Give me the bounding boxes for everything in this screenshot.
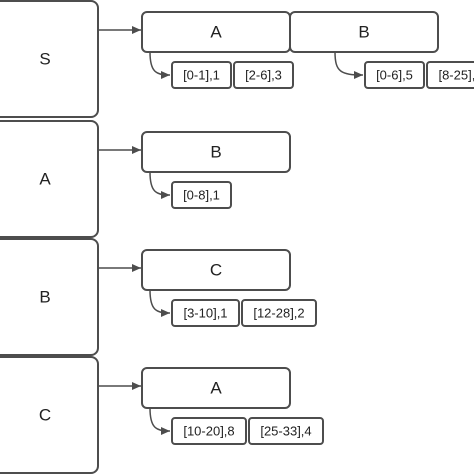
state-box-1 (0, 120, 99, 238)
interval-connector (149, 407, 171, 435)
interval-label: [3-10],1 (183, 306, 227, 321)
successor-label: A (210, 23, 222, 42)
interval-chip (171, 181, 232, 209)
interval-connector (334, 51, 364, 79)
interval-chip (171, 61, 232, 89)
state-label: S (39, 50, 50, 69)
interval-label: [10-20],8 (183, 424, 234, 439)
interval-label: [0-6],5 (376, 68, 413, 83)
interval-label: [8-25],4 (438, 68, 474, 83)
successor-box (141, 249, 291, 291)
interval-connector (149, 289, 171, 317)
state-box-3 (0, 356, 99, 474)
successor-label: B (210, 143, 221, 162)
interval-label: [0-1],1 (183, 68, 220, 83)
successor-box (141, 131, 291, 173)
interval-chip (171, 417, 247, 445)
successor-label: C (210, 261, 222, 280)
state-box-0 (0, 0, 99, 118)
interval-chip (171, 299, 240, 327)
successor-label: A (210, 379, 222, 398)
interval-label: [25-33],4 (260, 424, 311, 439)
state-box-2 (0, 238, 99, 356)
state-label: C (39, 406, 51, 425)
interval-chip (233, 61, 294, 89)
interval-chip (248, 417, 324, 445)
interval-label: [2-6],3 (245, 68, 282, 83)
interval-chip (364, 61, 425, 89)
interval-connector (149, 51, 171, 79)
state-label: B (39, 288, 50, 307)
interval-chip (426, 61, 474, 89)
interval-label: [12-28],2 (253, 306, 304, 321)
state-label: A (39, 170, 51, 189)
interval-chip (241, 299, 317, 327)
interval-connector (149, 171, 171, 199)
successor-box (141, 367, 291, 409)
successor-label: B (358, 23, 369, 42)
interval-label: [0-8],1 (183, 188, 220, 203)
successor-box (289, 11, 439, 53)
